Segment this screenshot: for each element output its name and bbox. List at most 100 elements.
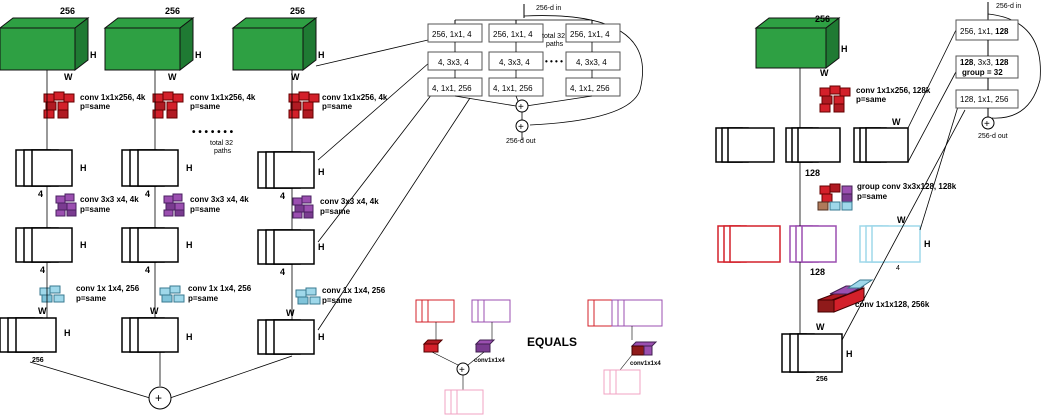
right-dim-w3: W: [897, 215, 906, 225]
dim-256-1: 256: [60, 6, 75, 16]
feature-maps-1c: [257, 151, 315, 189]
dim-256-3: 256: [290, 6, 305, 16]
red-kernels-2: [152, 91, 184, 119]
cell-1-2: 256, 1x1, 4: [493, 30, 533, 39]
dim-w-1: W: [64, 72, 73, 82]
block-a-total-2: paths: [546, 41, 564, 48]
dim-w-r3a: W: [38, 306, 47, 316]
conv3-pad-2: p=same: [188, 294, 219, 303]
block-b-group: group = 32: [962, 68, 1003, 77]
total-paths-1: total 32: [210, 140, 233, 147]
input-tensor-2: [103, 16, 195, 72]
dim-4-r2c: 4: [280, 267, 285, 277]
dim-w-2: W: [168, 72, 177, 82]
block-a-total-1: total 32: [542, 33, 565, 40]
dim-4-r2b: 4: [145, 265, 150, 275]
conv1-label-2: conv 1x1x256, 4k: [190, 93, 256, 102]
dim-h-r2b: H: [186, 240, 193, 250]
input-tensor-right: [754, 16, 841, 70]
block-a-input: 256-d in: [536, 5, 561, 12]
right-dim-256b: 256: [816, 376, 828, 383]
plus-sign: +: [155, 391, 162, 405]
feature-maps-1a: [15, 149, 73, 187]
dim-256-bottom: 256: [32, 357, 44, 364]
output-maps-3: [257, 319, 315, 355]
cell-3-1: 4, 1x1, 256: [432, 84, 472, 93]
blue-kernels-2: [159, 285, 185, 303]
group-kernels: [817, 183, 853, 211]
dim-h-r3a: H: [64, 328, 71, 338]
conv2-pad-1: p=same: [80, 205, 111, 214]
block-a-output: 256-d out: [506, 138, 536, 145]
conv3-label-1: conv 1x 1x4, 256: [76, 284, 140, 293]
block-a-sum-1: +: [518, 102, 524, 113]
conv1-pad-1: p=same: [80, 102, 111, 111]
right-conv2-pad: p=same: [857, 192, 888, 201]
block-b-row1: 256, 1x1, 128: [960, 27, 1009, 36]
path-lines: [29, 70, 293, 399]
conv1-label-3: conv 1x1x256, 4k: [322, 93, 388, 102]
dim-4-r1b: 4: [145, 189, 150, 199]
dim-h-2: H: [195, 50, 202, 60]
right-dim-128a: 128: [805, 168, 820, 178]
dim-h-r1a: H: [80, 163, 87, 173]
cell-2-1: 4, 3x3, 4: [438, 58, 469, 67]
right-dim-4: 4: [896, 265, 900, 272]
dim-w-r3c: W: [286, 308, 295, 318]
connector-lines: [315, 39, 471, 331]
block-a-dots: • • • •: [545, 57, 563, 66]
right-dim-256: 256: [815, 14, 830, 24]
paths-dots: • • • • • • •: [192, 127, 234, 138]
right-dim-w2: W: [892, 117, 901, 127]
grouped-conv-section: 256 H W conv 1x1x256, 128k p=same W 128 …: [715, 14, 966, 383]
conv-label-a: conv1x1x4: [474, 358, 505, 364]
dim-4-r1a: 4: [38, 189, 43, 199]
purple-kernels-1: [55, 193, 77, 217]
conv1-pad-2: p=same: [190, 102, 221, 111]
right-dim-w: W: [820, 68, 829, 78]
input-tensor-1: [0, 16, 90, 72]
cell-2-3: 4, 3x3, 4: [576, 58, 607, 67]
stacked-kernel: [817, 279, 874, 313]
block-b-row2: 128, 3x3, 128: [960, 58, 1009, 67]
input-tensor-3: [231, 16, 318, 72]
dim-h-1: H: [90, 50, 97, 60]
dim-w-3: W: [291, 72, 300, 82]
conv2-label-2: conv 3x3 x4, 4k: [190, 195, 249, 204]
dim-4-r2a: 4: [40, 265, 45, 275]
conv3-label-2: conv 1x 1x4, 256: [188, 284, 252, 293]
conv3-label-3: conv 1x 1x4, 256: [322, 286, 386, 295]
sum-node-left: +: [148, 386, 172, 410]
blue-kernels-1: [39, 285, 65, 303]
blue-kernels-3: [295, 287, 321, 305]
dim-h-r3c: H: [318, 332, 325, 342]
right-dim-h4: H: [846, 349, 853, 359]
conv1-label-1: conv 1x1x256, 4k: [80, 93, 146, 102]
equals-sum: +: [459, 365, 465, 376]
feature-maps-2c: [257, 229, 315, 265]
conv-label-b: conv1x1x4: [630, 361, 661, 367]
feature-maps-2a: [15, 227, 73, 263]
cell-3-2: 4, 1x1, 256: [493, 84, 533, 93]
equals-section: conv1x1x4 + EQUALS conv1x1x4: [415, 299, 663, 415]
red-kernels-3: [288, 91, 320, 119]
dim-h-3: H: [318, 50, 325, 60]
equals-label: EQUALS: [527, 335, 577, 349]
block-b-row3: 128, 1x1, 256: [960, 95, 1009, 104]
right-conv1: conv 1x1x256, 128k: [856, 86, 931, 95]
right-dim-h: H: [841, 44, 848, 54]
block-b-output: 256-d out: [978, 133, 1008, 140]
dim-256-2: 256: [165, 6, 180, 16]
cell-1-3: 256, 1x1, 4: [570, 30, 610, 39]
purple-kernels-2: [163, 193, 185, 217]
right-conv3: conv 1x1x128, 256k: [855, 300, 930, 309]
right-dim-w4: W: [816, 322, 825, 332]
conv2-pad-2: p=same: [190, 205, 221, 214]
dim-h-r1b: H: [186, 163, 193, 173]
dim-h-r2a: H: [80, 240, 87, 250]
conv2-pad-3: p=same: [320, 207, 351, 216]
cell-3-3: 4, 1x1, 256: [570, 84, 610, 93]
feature-maps-1b: [121, 149, 179, 187]
dim-h-r1c: H: [318, 167, 325, 177]
